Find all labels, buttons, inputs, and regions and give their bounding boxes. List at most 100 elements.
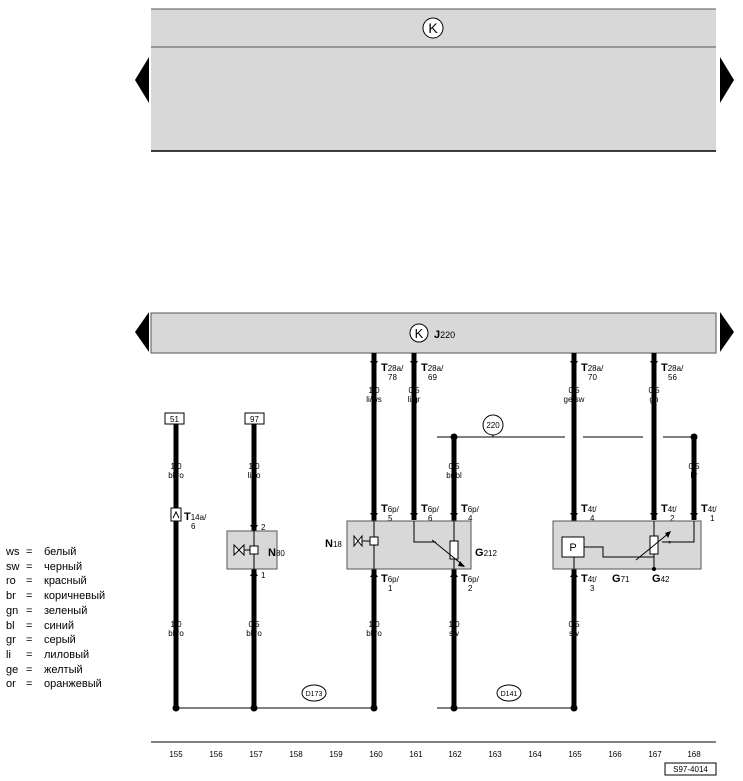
svg-text:N18: N18 [325, 538, 342, 550]
connector-t4t-bottom: T4t/ 3 [570, 571, 597, 593]
connector-t28a-69: T28a/ 69 0,5 li/gr [408, 361, 444, 404]
svg-text:1: 1 [710, 514, 715, 523]
svg-text:P: P [569, 542, 576, 554]
svg-text:166: 166 [608, 750, 622, 759]
svg-text:3: 3 [590, 584, 595, 593]
svg-text:T4t/: T4t/ [701, 503, 717, 515]
svg-text:220: 220 [486, 421, 500, 430]
svg-text:°: ° [668, 540, 671, 549]
svg-text:6: 6 [428, 514, 433, 523]
connector-t6p-bottom: T6p/ 1 T6p/ 2 [370, 571, 480, 593]
svg-text:T6p/: T6p/ [381, 503, 400, 515]
ref-97: 97 [244, 412, 265, 425]
svg-text:157: 157 [249, 750, 263, 759]
svg-text:J220: J220 [434, 329, 455, 341]
connector-t28a-70: T28a/ 70 0,5 ge/sw [564, 361, 604, 404]
svg-text:163: 163 [488, 750, 502, 759]
legend-row: ws=белый [6, 546, 77, 558]
svg-text:69: 69 [428, 373, 437, 382]
svg-text:li/ro: li/ro [248, 471, 261, 480]
ground-d173: D173 [301, 684, 327, 702]
svg-text:1,0: 1,0 [170, 620, 182, 629]
svg-text:165: 165 [568, 750, 582, 759]
legend-row: ro=красный [6, 575, 87, 588]
svg-text:T4t/: T4t/ [661, 503, 677, 515]
svg-text:T28a/: T28a/ [381, 362, 404, 374]
svg-text:T28a/: T28a/ [421, 362, 444, 374]
legend-row: li=лиловый [6, 648, 90, 661]
svg-text:155: 155 [169, 750, 183, 759]
svg-text:T4t/: T4t/ [581, 573, 597, 585]
svg-text:G71: G71 [612, 573, 630, 585]
svg-text:159: 159 [329, 750, 343, 759]
svg-text:0,5: 0,5 [568, 386, 580, 395]
lower-wire-labels: 1,0 bl/ro 0,5 bl/ro 1,0 bl/ro 1,0 sw 0,5… [168, 620, 580, 638]
left-arrow-icon [135, 57, 149, 103]
thin-lines [176, 436, 694, 709]
svg-text:0,5: 0,5 [568, 620, 580, 629]
upper-wire-labels: 1,0 bl/ro 1,0 li/ro 0,5 br/bl 0,5 br [168, 462, 700, 480]
color-legend: ws=белый sw=черный ro=красный br=коричне… [6, 545, 105, 692]
svg-text:T6p/: T6p/ [421, 503, 440, 515]
svg-text:br: br [690, 471, 697, 480]
svg-text:li/gr: li/gr [408, 395, 421, 404]
left-arrow-icon-2 [135, 312, 149, 352]
svg-text:T14a/: T14a/ [184, 511, 207, 523]
valve-icon-n18 [353, 534, 363, 548]
svg-text:2: 2 [261, 523, 266, 532]
svg-text:0,5: 0,5 [248, 620, 260, 629]
svg-text:ge/sw: ge/sw [564, 395, 585, 404]
component-n18-g212: N18 G212 [325, 520, 497, 570]
svg-text:1: 1 [388, 584, 393, 593]
svg-text:161: 161 [409, 750, 423, 759]
legend-row: ge=желтый [6, 663, 83, 676]
svg-text:bl/ro: bl/ro [366, 629, 382, 638]
svg-text:0,5: 0,5 [688, 462, 700, 471]
legend-row: gn=зеленый [6, 604, 88, 617]
ground-d141: D141 [496, 684, 522, 702]
j220-label: J [434, 329, 440, 341]
svg-text:160: 160 [369, 750, 383, 759]
potentiometer-icon [449, 540, 459, 560]
svg-text:T28a/: T28a/ [581, 362, 604, 374]
ref-51: 51 [164, 412, 185, 425]
top-k-symbol: K [428, 20, 438, 36]
svg-text:D141: D141 [501, 691, 518, 698]
connector-t28a-78: T28a/ 78 1,0 li/ws [366, 361, 404, 404]
valve-icon [233, 543, 245, 557]
svg-text:0,5: 0,5 [408, 386, 420, 395]
svg-text:G212: G212 [475, 547, 497, 559]
right-arrow-icon [720, 57, 734, 103]
connector-t14a-6: T14a/ 6 [170, 507, 207, 531]
svg-text:D173: D173 [306, 691, 323, 698]
svg-text:T28a/: T28a/ [661, 362, 684, 374]
legend-row: br=коричневый [6, 590, 106, 603]
svg-text:162: 162 [448, 750, 462, 759]
svg-text:156: 156 [209, 750, 223, 759]
svg-text:T4t/: T4t/ [581, 503, 597, 515]
svg-text:T6p/: T6p/ [461, 573, 480, 585]
svg-text:158: 158 [289, 750, 303, 759]
svg-text:0,5: 0,5 [448, 462, 460, 471]
svg-text:70: 70 [588, 373, 597, 382]
svg-text:164: 164 [528, 750, 542, 759]
top-control-unit: K [135, 8, 734, 152]
svg-text:T6p/: T6p/ [461, 503, 480, 515]
component-n80: 2 1 N80 [226, 523, 285, 580]
bottom-scale: 155 156 157 158 159 160 161 162 163 164 … [151, 741, 717, 776]
control-unit-j220: K J220 [135, 312, 734, 354]
svg-text:1,0: 1,0 [368, 620, 380, 629]
svg-text:sw: sw [449, 629, 459, 638]
svg-text:56: 56 [668, 373, 677, 382]
svg-text:2: 2 [670, 514, 675, 523]
svg-text:1: 1 [261, 571, 266, 580]
svg-text:1,0: 1,0 [248, 462, 260, 471]
svg-text:4: 4 [590, 514, 595, 523]
figure-code: S97-4014 [673, 765, 708, 774]
legend-row: bl=синий [6, 619, 75, 632]
svg-text:97: 97 [250, 415, 259, 424]
svg-text:1,0: 1,0 [368, 386, 380, 395]
svg-text:li/ws: li/ws [366, 395, 382, 404]
svg-text:bl/ro: bl/ro [168, 629, 184, 638]
legend-row: or=оранжевый [6, 678, 102, 691]
